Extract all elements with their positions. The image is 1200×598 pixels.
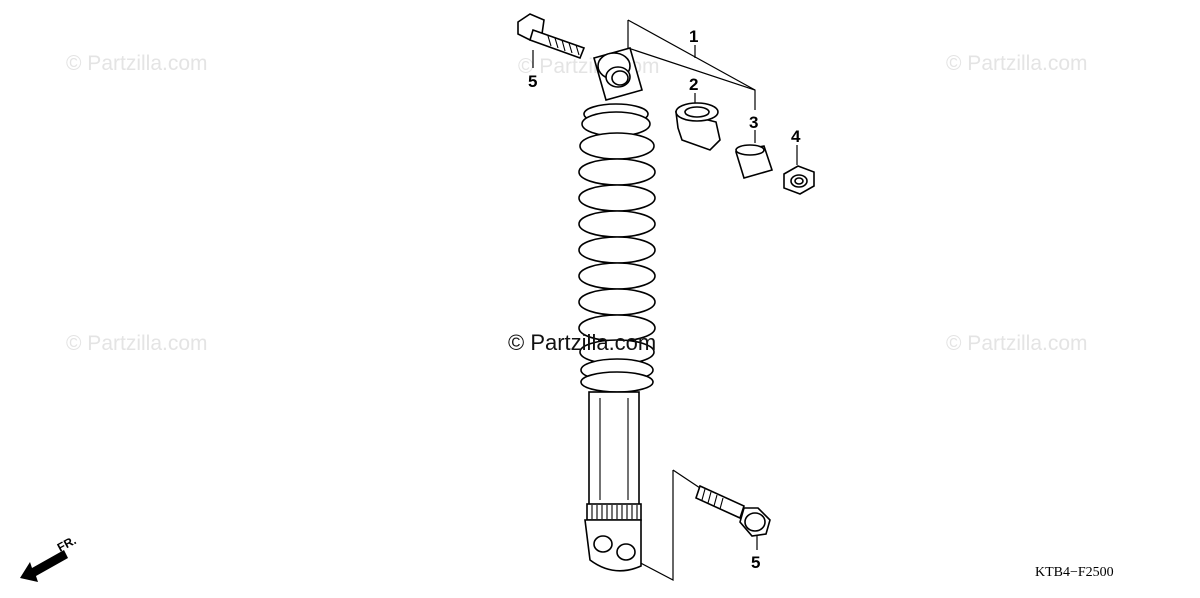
- callout-1: 1: [689, 27, 698, 46]
- watermark-mid-left: © Partzilla.com: [66, 332, 208, 355]
- group-bracket-top-line: [627, 19, 756, 91]
- watermark-mid-right: © Partzilla.com: [946, 332, 1088, 355]
- callout-5-top: 5: [528, 72, 537, 91]
- shock-lower-mount-icon: [584, 519, 642, 572]
- watermark-top-left: © Partzilla.com: [66, 52, 208, 75]
- callout-3: 3: [749, 113, 758, 132]
- watermark-top-right: © Partzilla.com: [946, 52, 1088, 75]
- front-arrow-icon: [20, 550, 68, 582]
- group-bracket-line: [627, 20, 756, 110]
- bottom-bolt-guide-top: [672, 469, 701, 489]
- callout-5-bottom: 5: [751, 553, 760, 572]
- callout-2: 2: [689, 75, 698, 94]
- nut-icon: [783, 165, 815, 195]
- watermark-center: © Partzilla.com: [508, 330, 656, 355]
- callout-4: 4: [791, 127, 801, 146]
- shock-spring-icon: [578, 103, 656, 393]
- front-indicator-label: FR.: [55, 533, 79, 554]
- bolt-top-icon: [517, 13, 586, 60]
- shock-body-icon: [586, 391, 642, 521]
- bolt-bottom-icon: [695, 484, 771, 537]
- bushing-icon: [675, 102, 721, 151]
- diagram-code: KTB4−F2500: [1035, 565, 1114, 580]
- shock-upper-mount-icon: [593, 47, 643, 101]
- collar-icon: [734, 144, 774, 179]
